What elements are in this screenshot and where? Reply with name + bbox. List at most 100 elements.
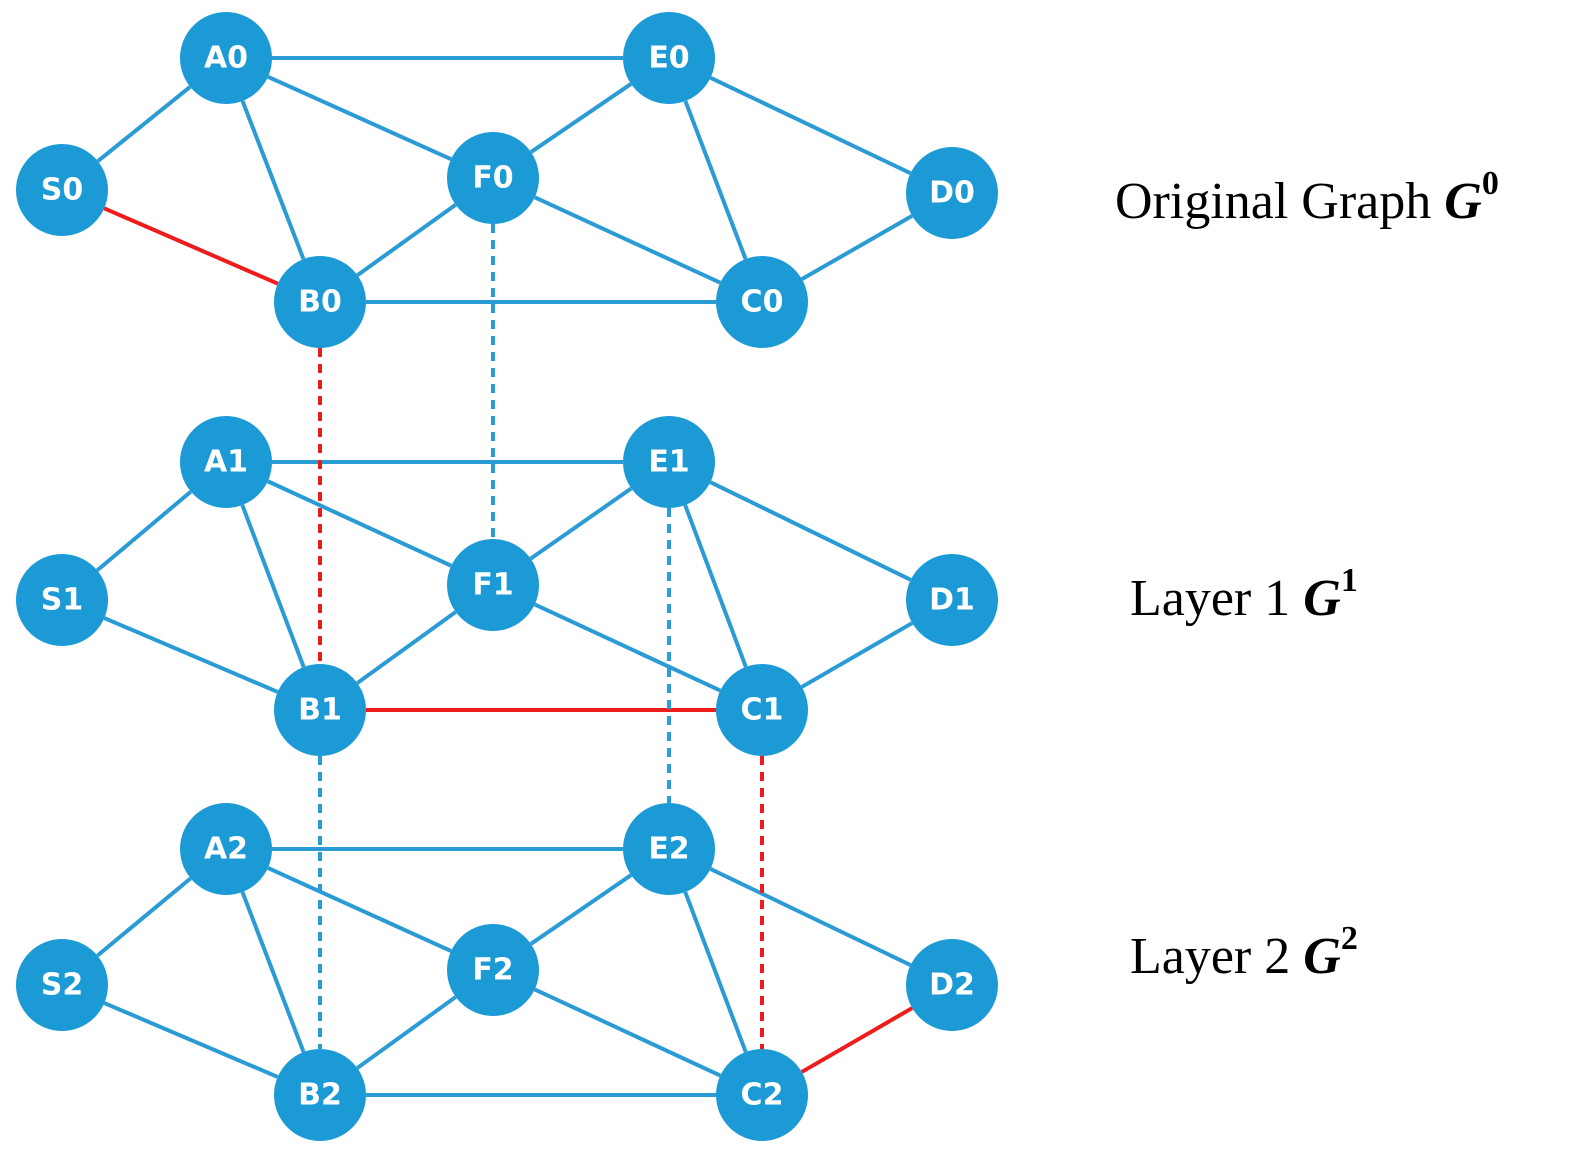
- node-a1: A1: [180, 416, 272, 508]
- node-circle: [16, 144, 108, 236]
- node-label: A2: [204, 832, 248, 867]
- node-label: D2: [929, 968, 975, 1003]
- node-a2: A2: [180, 803, 272, 895]
- node-label: E0: [648, 41, 689, 76]
- layer-title-prefix: Original Graph: [1115, 173, 1445, 230]
- node-circle: [716, 256, 808, 348]
- edge-f0-c0: [533, 195, 722, 285]
- node-label: S1: [41, 583, 83, 618]
- node-s1: S1: [16, 554, 108, 646]
- edge-f2-c2: [533, 987, 722, 1078]
- edge-a1-s1: [95, 490, 193, 572]
- graph-symbol: G: [1444, 173, 1482, 230]
- edge-s2-b2: [103, 1001, 279, 1079]
- node-label: C0: [741, 285, 784, 320]
- node-d1: D1: [906, 554, 998, 646]
- node-label: A0: [204, 41, 248, 76]
- node-a0: A0: [180, 12, 272, 104]
- node-label: C1: [741, 693, 784, 728]
- edge-a1-f1: [266, 479, 453, 568]
- edge-f1-c1: [533, 602, 722, 693]
- node-circle: [180, 803, 272, 895]
- edge-a2-s2: [96, 876, 192, 958]
- node-label: S0: [41, 173, 83, 208]
- edge-f0-b0: [356, 203, 457, 277]
- node-circle: [274, 664, 366, 756]
- edge-s0-b0: [103, 206, 279, 286]
- node-f0: F0: [447, 132, 539, 224]
- edge-e0-f0: [529, 82, 633, 154]
- node-label: E2: [648, 832, 689, 867]
- graph-superscript: 1: [1340, 562, 1358, 599]
- edge-d0-c0: [800, 214, 914, 281]
- edge-a2-b2: [240, 891, 306, 1053]
- node-label: C2: [741, 1078, 784, 1113]
- node-f2: F2: [447, 924, 539, 1016]
- node-label: B0: [298, 285, 342, 320]
- layer-title-prefix: Layer 2: [1130, 928, 1304, 985]
- edge-d2-c2: [800, 1006, 914, 1074]
- edge-e1-d1: [709, 480, 912, 582]
- node-circle: [180, 416, 272, 508]
- node-label: F0: [472, 161, 513, 196]
- node-s0: S0: [16, 144, 108, 236]
- node-e1: E1: [623, 416, 715, 508]
- node-b0: B0: [274, 256, 366, 348]
- node-circle: [447, 132, 539, 224]
- edge-a2-f2: [267, 866, 452, 953]
- node-d0: D0: [906, 147, 998, 239]
- node-circle: [623, 12, 715, 104]
- node-e2: E2: [623, 803, 715, 895]
- edge-f1-b1: [356, 610, 457, 685]
- node-c0: C0: [716, 256, 808, 348]
- node-f1: F1: [447, 539, 539, 631]
- node-circle: [447, 539, 539, 631]
- node-b1: B1: [274, 664, 366, 756]
- edge-a0-b0: [240, 100, 306, 260]
- node-label: S2: [41, 968, 83, 1003]
- node-circle: [906, 147, 998, 239]
- node-circle: [274, 1049, 366, 1141]
- node-d2: D2: [906, 939, 998, 1031]
- node-s2: S2: [16, 939, 108, 1031]
- edge-e0-d0: [709, 76, 912, 175]
- node-circle: [274, 256, 366, 348]
- node-label: A1: [204, 445, 248, 480]
- edge-e2-f2: [529, 873, 633, 946]
- layer-title-prefix: Layer 1: [1130, 570, 1304, 627]
- layer-title-original: Original Graph G0: [1115, 165, 1499, 231]
- node-circle: [716, 1049, 808, 1141]
- node-circle: [16, 554, 108, 646]
- node-label: D0: [929, 176, 975, 211]
- graph-superscript: 2: [1340, 920, 1358, 957]
- layer-title-layer-1: Layer 1 G1: [1130, 562, 1358, 628]
- node-circle: [906, 554, 998, 646]
- node-circle: [906, 939, 998, 1031]
- node-label: B1: [298, 693, 342, 728]
- edge-e2-c2: [683, 891, 748, 1053]
- edge-e2-d2: [709, 867, 912, 967]
- node-circle: [716, 664, 808, 756]
- node-c1: C1: [716, 664, 808, 756]
- node-label: F1: [472, 568, 513, 603]
- node-circle: [180, 12, 272, 104]
- node-circle: [16, 939, 108, 1031]
- node-label: F2: [472, 953, 513, 988]
- node-e0: E0: [623, 12, 715, 104]
- edges-group: [95, 56, 914, 1097]
- node-c2: C2: [716, 1049, 808, 1141]
- node-label: E1: [648, 445, 689, 480]
- layer-title-layer-2: Layer 2 G2: [1130, 920, 1358, 986]
- node-circle: [623, 803, 715, 895]
- node-circle: [447, 924, 539, 1016]
- edge-d1-c1: [800, 621, 914, 689]
- node-label: D1: [929, 583, 975, 618]
- edge-e1-c1: [683, 504, 748, 668]
- graph-symbol: G: [1303, 570, 1341, 627]
- node-circle: [623, 416, 715, 508]
- edge-a0-s0: [96, 85, 192, 163]
- node-b2: B2: [274, 1049, 366, 1141]
- graph-symbol: G: [1303, 928, 1341, 985]
